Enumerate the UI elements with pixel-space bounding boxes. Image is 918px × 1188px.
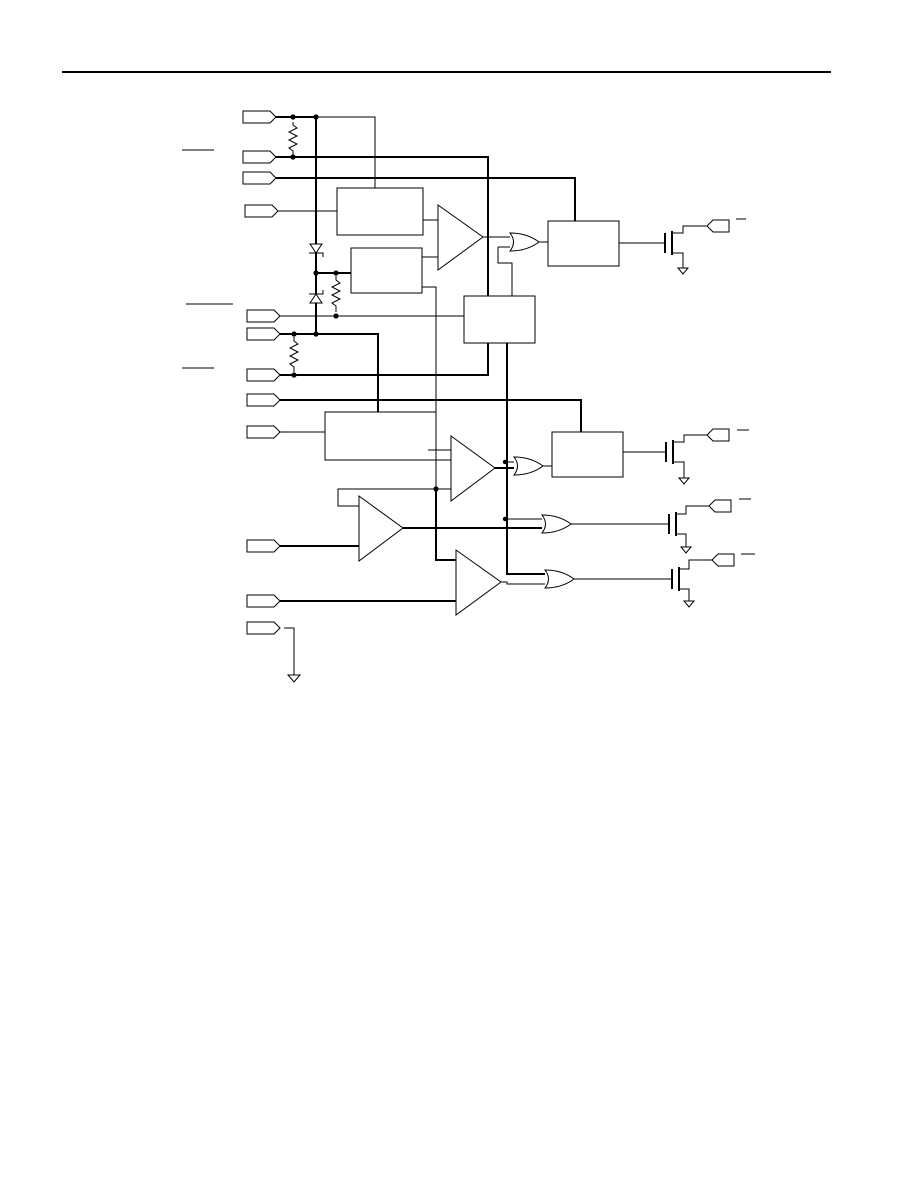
input-pin-6: [246, 327, 281, 341]
input-pin-8: [246, 393, 281, 407]
junction-dots: [290, 114, 508, 522]
or-gates: [508, 232, 575, 589]
comparator-4: [455, 549, 502, 616]
input-pin-1: [242, 110, 277, 124]
heavy-wires: [276, 116, 582, 602]
output-pin-2: [706, 428, 730, 442]
transistor-4: [574, 559, 712, 608]
comparator-2: [450, 435, 496, 502]
comparator-1: [437, 204, 484, 271]
input-pins: [242, 110, 281, 635]
transistor-1: [619, 225, 707, 275]
input-pin-2: [242, 150, 277, 164]
thin-wires: [278, 116, 552, 675]
comparator-3: [358, 495, 404, 562]
resistor-1: [287, 122, 299, 155]
input-pin-5: [246, 309, 281, 323]
output-pins: [706, 219, 735, 567]
or-gate-1: [508, 232, 540, 252]
input-pin-11: [246, 594, 281, 608]
input-pin-7: [246, 368, 281, 382]
or-gate-2: [512, 456, 544, 476]
transistor-2: [623, 434, 707, 485]
input-pin-9: [246, 425, 281, 439]
input-pin-12: [246, 621, 281, 635]
diodes: [309, 243, 324, 304]
transistor-3: [571, 505, 709, 554]
comparators: [358, 204, 502, 616]
output-pin-3: [708, 499, 732, 513]
resistor-2: [330, 276, 342, 312]
overbar-marks: [182, 149, 755, 555]
input-pin-4: [244, 204, 279, 218]
block-3: [547, 220, 620, 267]
output-pin-1: [706, 219, 730, 233]
block-5: [324, 411, 437, 461]
ground-symbol: [286, 674, 302, 683]
block-2: [350, 247, 423, 294]
output-pin-4: [711, 553, 735, 567]
blocks: [324, 187, 624, 478]
output-transistors: [571, 225, 712, 608]
block-6: [551, 431, 624, 478]
resistors: [287, 122, 342, 372]
input-pin-3: [242, 171, 277, 185]
or-gate-3: [540, 514, 572, 534]
block-1: [336, 187, 424, 236]
or-gate-4: [543, 569, 575, 589]
input-pin-10: [246, 539, 281, 553]
block-4: [463, 295, 536, 344]
resistor-3: [288, 337, 300, 372]
